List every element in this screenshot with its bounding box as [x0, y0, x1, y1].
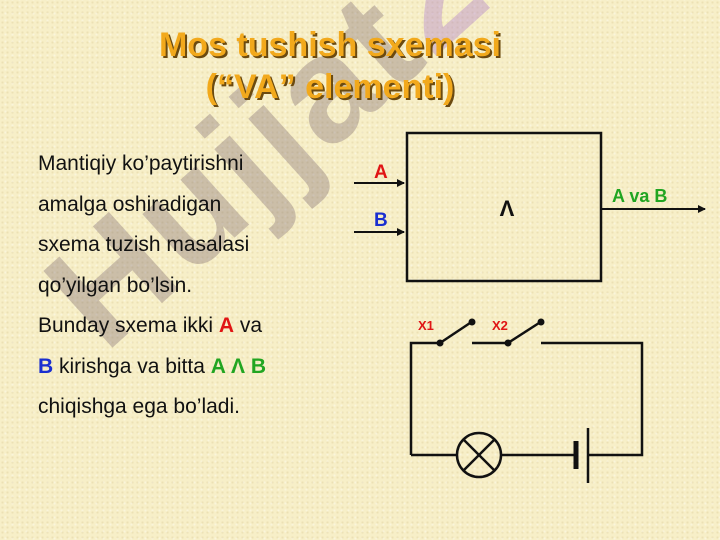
body-line-3: sxema tuzish masalasi: [38, 233, 250, 256]
body-line-5-end: va: [234, 314, 263, 337]
input-a-ref: A: [218, 314, 235, 337]
circuit-wires: [409, 341, 644, 457]
output-expr-b: B: [250, 354, 266, 378]
and-gate-symbol: Λ: [500, 196, 515, 221]
input-a-label: A: [374, 162, 388, 183]
title-line-1: Mos tushish sxemasi: [158, 26, 501, 64]
body-line-6: B kirishga va bitta A Λ B: [38, 347, 368, 388]
output-label: A va B: [612, 186, 667, 206]
switch-x1-label: X1: [418, 318, 434, 333]
switch-x2-label: X2: [492, 318, 508, 333]
wire-left: [409, 341, 440, 455]
output-expr-op: Λ: [225, 354, 251, 378]
body-line-6-text: kirishga va bitta: [53, 354, 211, 378]
wire-right: [541, 341, 644, 457]
slide-title: Mos tushish sxemasi (“VA” elementi): [0, 24, 660, 108]
and-gate-box: [405, 131, 603, 283]
switch-x2: [504, 318, 545, 347]
body-line-4: qo’yilgan bo’lsin.: [38, 273, 193, 297]
input-b-label: B: [374, 210, 388, 231]
switch-x1: [436, 318, 476, 347]
body-line-2: amalga oshiradigan: [38, 192, 222, 216]
body-text: Mantiqiy ko’paytirishni amalga oshiradig…: [38, 144, 368, 428]
battery-icon: [573, 428, 590, 483]
output-expr-a: A: [210, 354, 226, 378]
body-line-1: Mantiqiy ko’paytirishni: [38, 152, 244, 175]
lamp-icon: [455, 431, 503, 479]
title-line-2: (“VA” elementi): [205, 68, 455, 106]
body-line-5-text: Bunday sxema ikki: [38, 314, 219, 337]
body-line-7: chiqishga ega bo’ladi.: [38, 395, 240, 418]
body-line-5: Bunday sxema ikki A va: [38, 306, 368, 347]
input-b-ref: B: [38, 354, 54, 378]
